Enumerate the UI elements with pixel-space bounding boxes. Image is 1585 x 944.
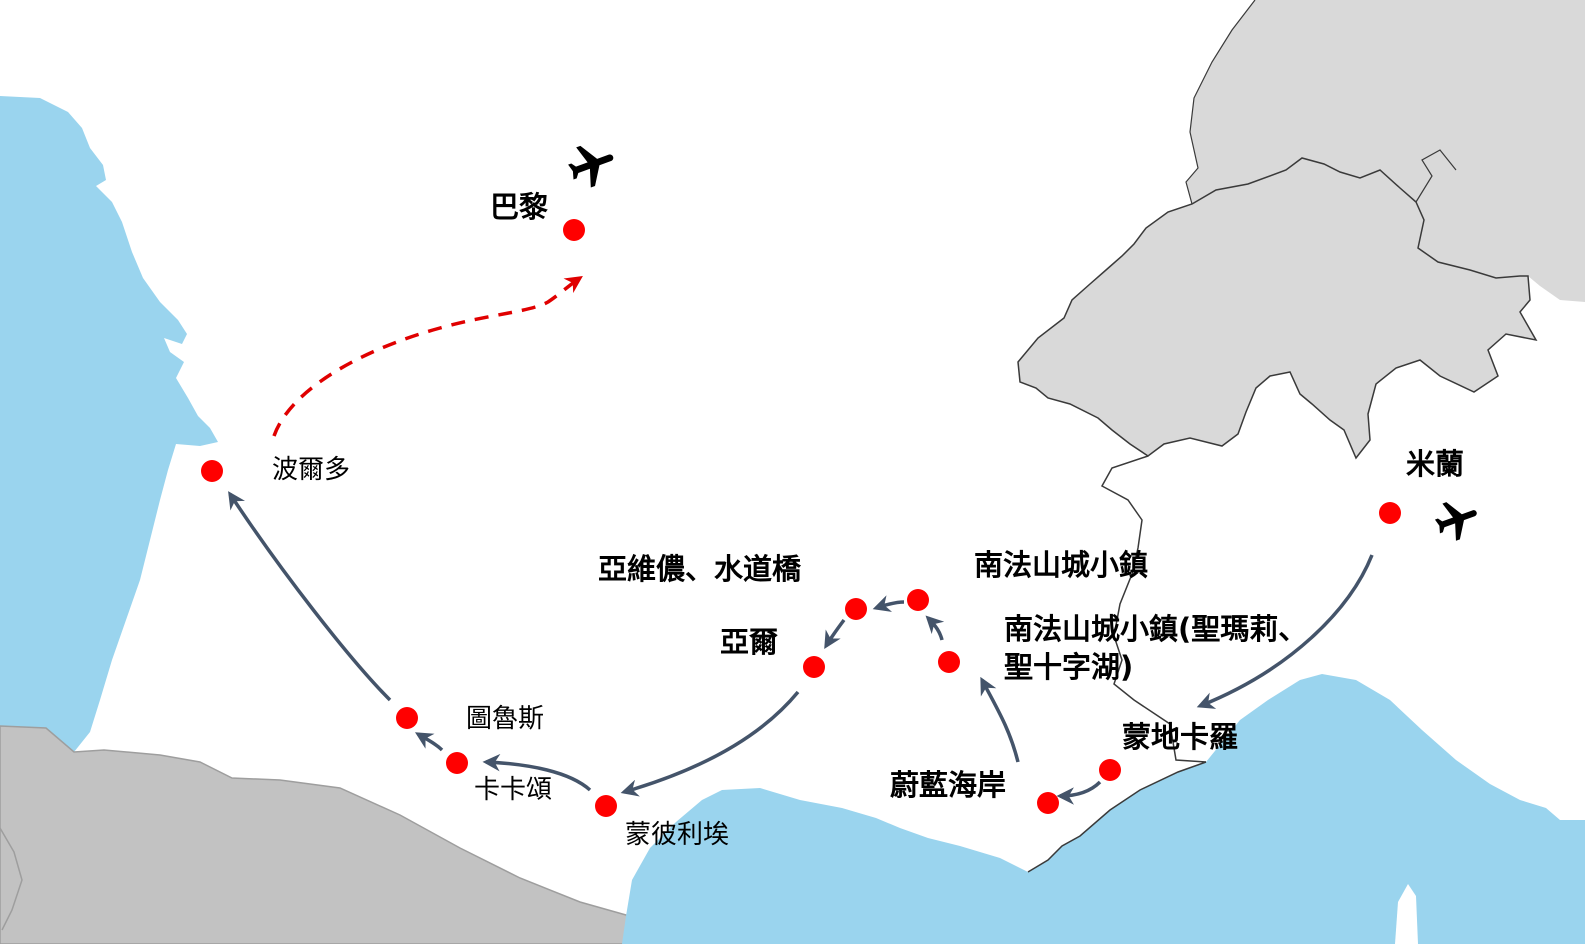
marker-avignon (845, 598, 867, 620)
spain-land (0, 725, 663, 944)
route-arrow-toulouse-bordeaux (228, 491, 392, 702)
marker-carcassonne (446, 752, 468, 774)
label-hilltown-detail-line2: 聖十字湖) (1004, 650, 1134, 684)
marker-arles (803, 656, 825, 678)
marker-toulouse (396, 707, 418, 729)
label-carcassonne: 卡卡頌 (474, 775, 553, 805)
foreign-land-north (1018, 0, 1585, 458)
route-arrow-carcassonne-toulouse (414, 732, 444, 752)
marker-montpellier (595, 795, 617, 817)
label-milan: 米蘭 (1406, 447, 1465, 481)
label-toulouse: 圖魯斯 (466, 704, 545, 734)
label-montpellier: 蒙彼利埃 (625, 820, 730, 850)
route-arrow-hilltown-hilltown (925, 615, 945, 641)
marker-hilltown-detail (938, 651, 960, 673)
route-arrow-monaco-cote-dazur (1056, 780, 1102, 805)
marker-paris (563, 219, 585, 241)
label-hilltown-detail-line1: 南法山城小鎮(聖瑪莉、 (1004, 612, 1308, 646)
label-hilltown: 南法山城小鎮 (974, 548, 1149, 582)
switzerland-border (1017, 157, 1538, 460)
label-monaco: 蒙地卡羅 (1122, 720, 1239, 754)
label-paris: 巴黎 (490, 190, 549, 224)
flight-arrow-bordeaux-paris (272, 276, 583, 437)
marker-hilltown (907, 589, 929, 611)
marker-monaco (1099, 759, 1121, 781)
route-arrow-milan-monaco (1196, 554, 1374, 709)
route-arrow-montpellier-carcassonne (482, 753, 592, 792)
germany-border (1185, 0, 1256, 205)
marker-cote-dazur (1037, 792, 1059, 814)
route-arrow-avignon-arles (824, 618, 846, 650)
marker-milan (1379, 502, 1401, 524)
airplane-icon (1434, 502, 1477, 541)
mediterranean-sea (622, 674, 1585, 944)
andorra-border (0, 827, 23, 931)
label-cote-dazur: 蔚藍海岸 (890, 768, 1007, 802)
corsica (1395, 884, 1418, 944)
route-arrow-hilltown-avignon (872, 595, 905, 612)
france-italy-border (1100, 455, 1207, 763)
coastline (1027, 761, 1207, 873)
label-arles: 亞爾 (720, 625, 779, 659)
label-avignon: 亞維儂、水道橋 (598, 552, 802, 586)
austria-border (1415, 149, 1457, 203)
route-arrow-arles-montpellier (620, 690, 800, 797)
atlantic-ocean (0, 96, 218, 752)
marker-bordeaux (201, 460, 223, 482)
route-arrow-cote-dazur-hilltown (980, 676, 1020, 763)
airplane-icon (568, 145, 614, 188)
label-bordeaux: 波爾多 (272, 455, 351, 485)
